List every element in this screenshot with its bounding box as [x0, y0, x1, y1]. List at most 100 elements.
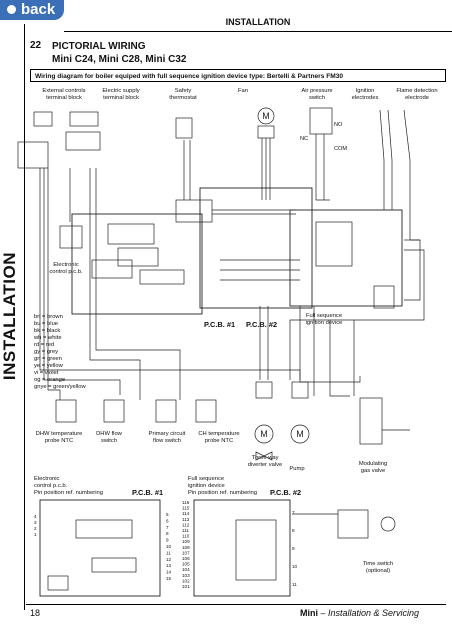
supply-terminal-plug — [65, 131, 101, 151]
ch-probe — [195, 399, 217, 423]
svg-text:M: M — [296, 429, 304, 439]
label-air-pressure-switch: Air pressure switch — [301, 88, 333, 101]
pin-number-right: 114 — [182, 511, 190, 516]
label-ignition-electrodes: Ignition electrodes — [351, 88, 379, 101]
colour-key-item: vi = violet — [34, 370, 59, 376]
page-header: INSTALLATION — [64, 17, 452, 32]
pin-number-left: 1 — [34, 532, 37, 537]
label-fan: Fan — [238, 88, 248, 94]
pin-number-mid: 10 — [166, 544, 172, 549]
back-button[interactable]: back — [0, 0, 64, 20]
label-primary-flow: Primary circuit flow switch — [148, 431, 186, 444]
page-number: 18 — [30, 608, 41, 618]
label-electronic-pcb: Electronic control p.c.b. — [49, 262, 83, 275]
time-switch-icon — [380, 516, 396, 532]
footer-rule — [26, 604, 446, 605]
pin-number-left: 3 — [34, 520, 37, 525]
colour-key-item: bu = blue — [34, 321, 59, 327]
pin-number-right: 116 — [182, 500, 190, 505]
diverter-motor — [254, 424, 274, 444]
pin-number-mid: 15 — [166, 576, 172, 581]
dhw-flow-switch — [103, 399, 125, 423]
label-ch-temperature: CH temperature probe NTC — [198, 431, 240, 444]
colour-key-item: bk = black — [34, 328, 61, 334]
pin-number-mid: 5 — [166, 512, 169, 517]
label-electronic-pin-ref: Electronic control p.c.b. Pin position r… — [34, 476, 103, 496]
pin-number-left: 4 — [34, 514, 37, 519]
footer-subtitle: – Installation & Servicing — [318, 608, 420, 618]
pin-number-pcb2: 11 — [292, 582, 297, 587]
ext-terminal-block — [33, 111, 53, 127]
footer-title: Mini – Installation & Servicing — [300, 608, 419, 618]
label-diverter-valve: Three way diverter valve — [247, 455, 283, 468]
label-dhw-flow: DHW flow switch — [96, 431, 122, 444]
diagram-caption: Wiring diagram for boiler equiped with f… — [30, 69, 446, 82]
pin-number-right: 111 — [182, 528, 189, 533]
sidebar: INSTALLATION — [0, 24, 25, 610]
label-pump: Pump — [289, 466, 305, 472]
pin-number-right: 106 — [182, 556, 190, 561]
pump-motor — [290, 424, 310, 444]
pin-number-right: 108 — [182, 545, 190, 550]
section-title: PICTORIAL WIRING — [52, 41, 146, 52]
pin-number-pcb2: 7 — [292, 510, 295, 515]
label-external-controls: External controls terminal block — [42, 88, 86, 101]
label-dhw-temperature: DHW temperature probe NTC — [35, 431, 83, 444]
section-subtitle: Mini C24, Mini C28, Mini C32 — [52, 54, 187, 65]
colour-key-item: ye = yellow — [34, 363, 63, 369]
pin-number-mid: 6 — [166, 518, 169, 523]
pcb1-board — [71, 213, 203, 315]
back-bullet-icon — [7, 5, 16, 15]
pin-number-right: 102 — [182, 578, 190, 583]
pin-number-right: 110 — [182, 534, 190, 539]
back-label: back — [21, 1, 56, 18]
ext-terminal-plug — [17, 141, 49, 169]
pin-number-right: 105 — [182, 562, 190, 567]
pin-number-mid: 8 — [166, 531, 169, 536]
pin-number-mid: 7 — [166, 525, 169, 530]
pin-number-right: 103 — [182, 573, 190, 578]
safety-thermostat — [175, 117, 193, 139]
pin-number-right: 104 — [182, 567, 190, 572]
label-pcb1-bottom: P.C.B. #1 — [132, 488, 164, 497]
svg-text:M: M — [262, 111, 270, 121]
primary-flow-switch — [155, 399, 177, 423]
label-flame-detection: Flame detection electrode — [396, 88, 438, 101]
pin-number-mid: 13 — [166, 563, 172, 568]
modulating-valve — [359, 397, 383, 445]
pcb2-board — [199, 187, 313, 309]
pcb1-pin-diagram — [39, 499, 161, 597]
pin-number-mid: 9 — [166, 538, 169, 543]
pin-number-mid: 12 — [166, 557, 172, 562]
label-pcb2-bottom: P.C.B. #2 — [270, 488, 302, 497]
pin-number-right: 112 — [182, 522, 190, 527]
footer-product: Mini — [300, 608, 318, 618]
label-safety-thermostat: Safety thermostat — [169, 88, 197, 101]
pin-number-pcb2: 8 — [292, 528, 295, 533]
pin-number-left: 2 — [34, 526, 37, 531]
label-modulating-gas-valve: Modulating gas valve — [358, 461, 388, 474]
switch-label-com: COM — [334, 146, 347, 152]
colour-key-item: gnye = green/yellow — [34, 384, 86, 390]
supply-terminal-block — [69, 111, 99, 127]
section-number: 22 — [30, 40, 42, 51]
pin-number-mid: 11 — [166, 550, 171, 555]
label-time-switch: Time switch (optional) — [362, 561, 394, 574]
label-pcb2: P.C.B. #2 — [246, 320, 278, 329]
pin-number-right: 109 — [182, 539, 190, 544]
pin-number-pcb2: 10 — [292, 564, 298, 569]
switch-label-nc: NC — [300, 136, 308, 142]
ignition-device — [289, 209, 403, 307]
pin-number-right: 107 — [182, 550, 190, 555]
air-pressure-switch — [309, 107, 333, 135]
page-header-title: INSTALLATION — [225, 17, 291, 27]
pin-number-right: 101 — [182, 584, 190, 589]
label-pcb1: P.C.B. #1 — [204, 320, 236, 329]
pin-number-right: 113 — [182, 517, 190, 522]
colour-key-item: gy = grey — [34, 349, 59, 355]
pcb2-pin-diagram — [193, 499, 291, 597]
pin-number-mid: 14 — [166, 570, 172, 575]
dhw-probe — [55, 399, 77, 423]
svg-text:M: M — [260, 429, 268, 439]
